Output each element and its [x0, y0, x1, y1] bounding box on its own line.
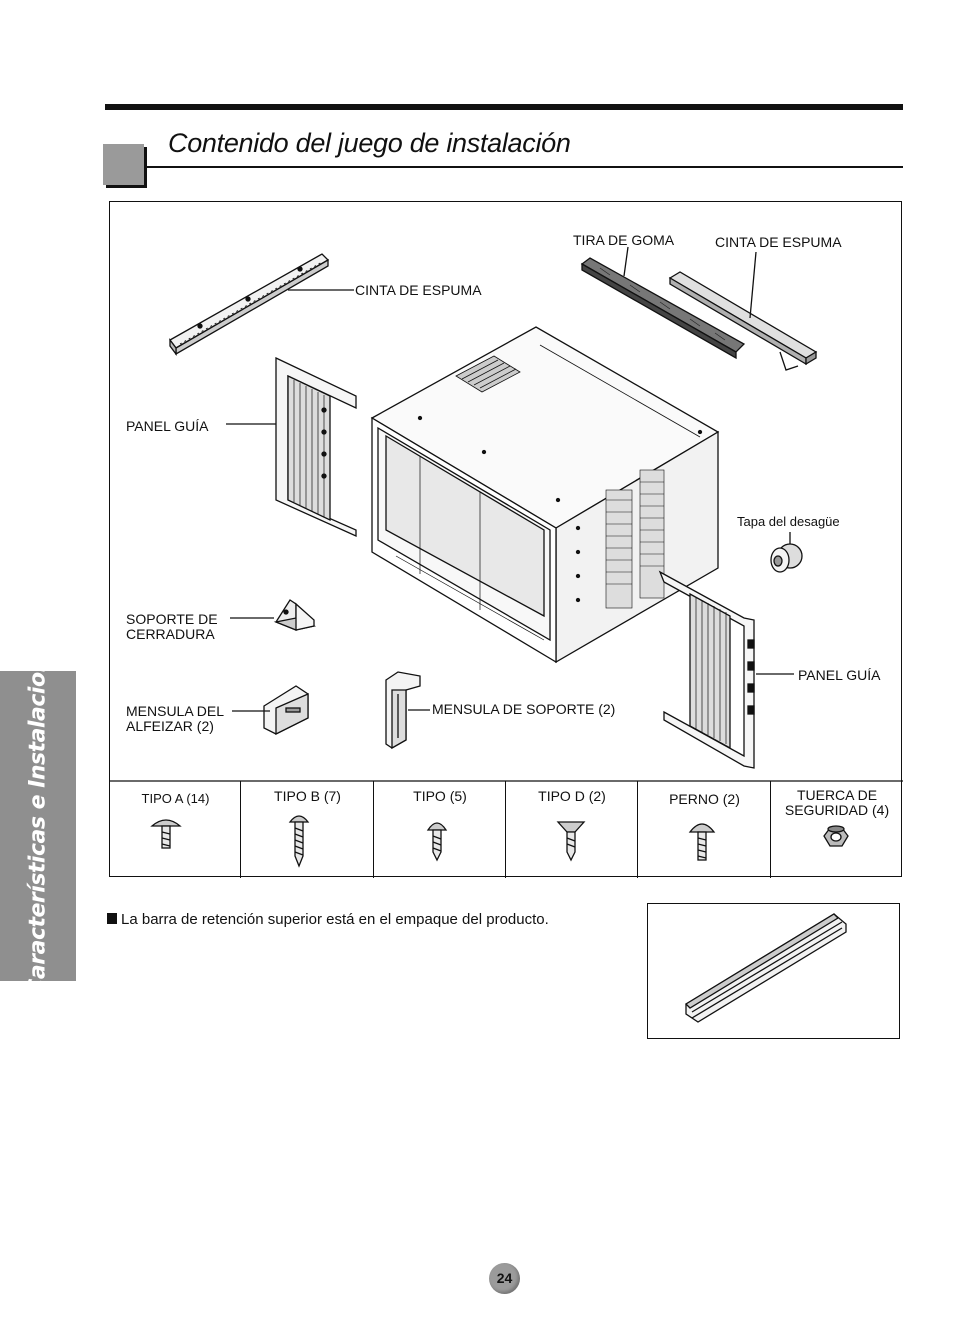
bolt-icon [688, 823, 716, 861]
long-pan-screw-icon [288, 815, 310, 868]
screw-label: TIPO A (14) [141, 791, 210, 806]
guide-panel-left-part [275, 356, 357, 538]
section-marker [103, 144, 144, 185]
retention-bar-frame [647, 903, 900, 1039]
foam-strip-right-part [668, 271, 818, 371]
note-text: La barra de retención superior está en e… [121, 911, 549, 928]
support-bracket-part [385, 671, 421, 750]
retention-bar-part [684, 913, 847, 1023]
screw-label: PERNO (2) [669, 791, 740, 807]
foam-strip-top-part [169, 253, 330, 356]
label-sill-bracket: MENSULA DEL ALFEIZAR (2) [126, 703, 225, 734]
screw-cell: TIPO (5) [373, 781, 506, 878]
bullet-square [107, 913, 117, 924]
screw-label: TUERCA DE SEGURIDAD (4) [784, 787, 890, 818]
page-number: 24 [489, 1263, 520, 1294]
guide-panel-right-part [658, 570, 755, 769]
screw-table: TIPO A (14) TIPO B (7) TIPO (5) TIPO D (… [110, 781, 903, 878]
page-title: Contenido del juego de instalación [168, 128, 571, 158]
round-head-screw-icon [426, 822, 448, 862]
screw-cell: TIPO D (2) [505, 781, 638, 878]
lock-bracket-part [273, 599, 317, 631]
screw-cell: TUERCA DE SEGURIDAD (4) [770, 781, 903, 878]
lock-nut-icon [823, 825, 849, 847]
side-section-tab: Características e Instalacion [0, 657, 76, 995]
top-rule [105, 104, 903, 110]
label-foam-strip-left: CINTA DE ESPUMA [355, 282, 482, 298]
label-support-bracket: MENSULA DE SOPORTE (2) [432, 701, 616, 717]
screw-cell: TIPO A (14) [110, 781, 241, 878]
label-rubber-strip: TIRA DE GOMA [573, 232, 675, 248]
drain-cap-part [770, 543, 803, 573]
flat-head-screw-icon [556, 821, 586, 862]
screw-cell: PERNO (2) [637, 781, 771, 878]
rubber-strip-part [580, 257, 746, 360]
pan-head-screw-icon [150, 819, 182, 849]
title-rule [146, 166, 903, 168]
screw-cell: TIPO B (7) [240, 781, 374, 878]
leader-line [623, 246, 629, 277]
screw-label: TIPO B (7) [274, 788, 341, 804]
air-conditioner-unit [370, 326, 720, 664]
screw-label: TIPO D (2) [538, 788, 606, 804]
leader-line [749, 251, 757, 319]
label-drain-cap: Tapa del desagüe [737, 514, 840, 529]
label-foam-strip-right: CINTA DE ESPUMA [715, 234, 842, 250]
screw-label: TIPO (5) [413, 788, 467, 804]
label-guide-panel-left: PANEL GUÍA [126, 418, 209, 434]
label-lock-bracket: SOPORTE DE CERRADURA [126, 611, 218, 642]
sill-bracket-part [263, 685, 309, 736]
label-guide-panel-right: PANEL GUÍA [798, 667, 881, 683]
